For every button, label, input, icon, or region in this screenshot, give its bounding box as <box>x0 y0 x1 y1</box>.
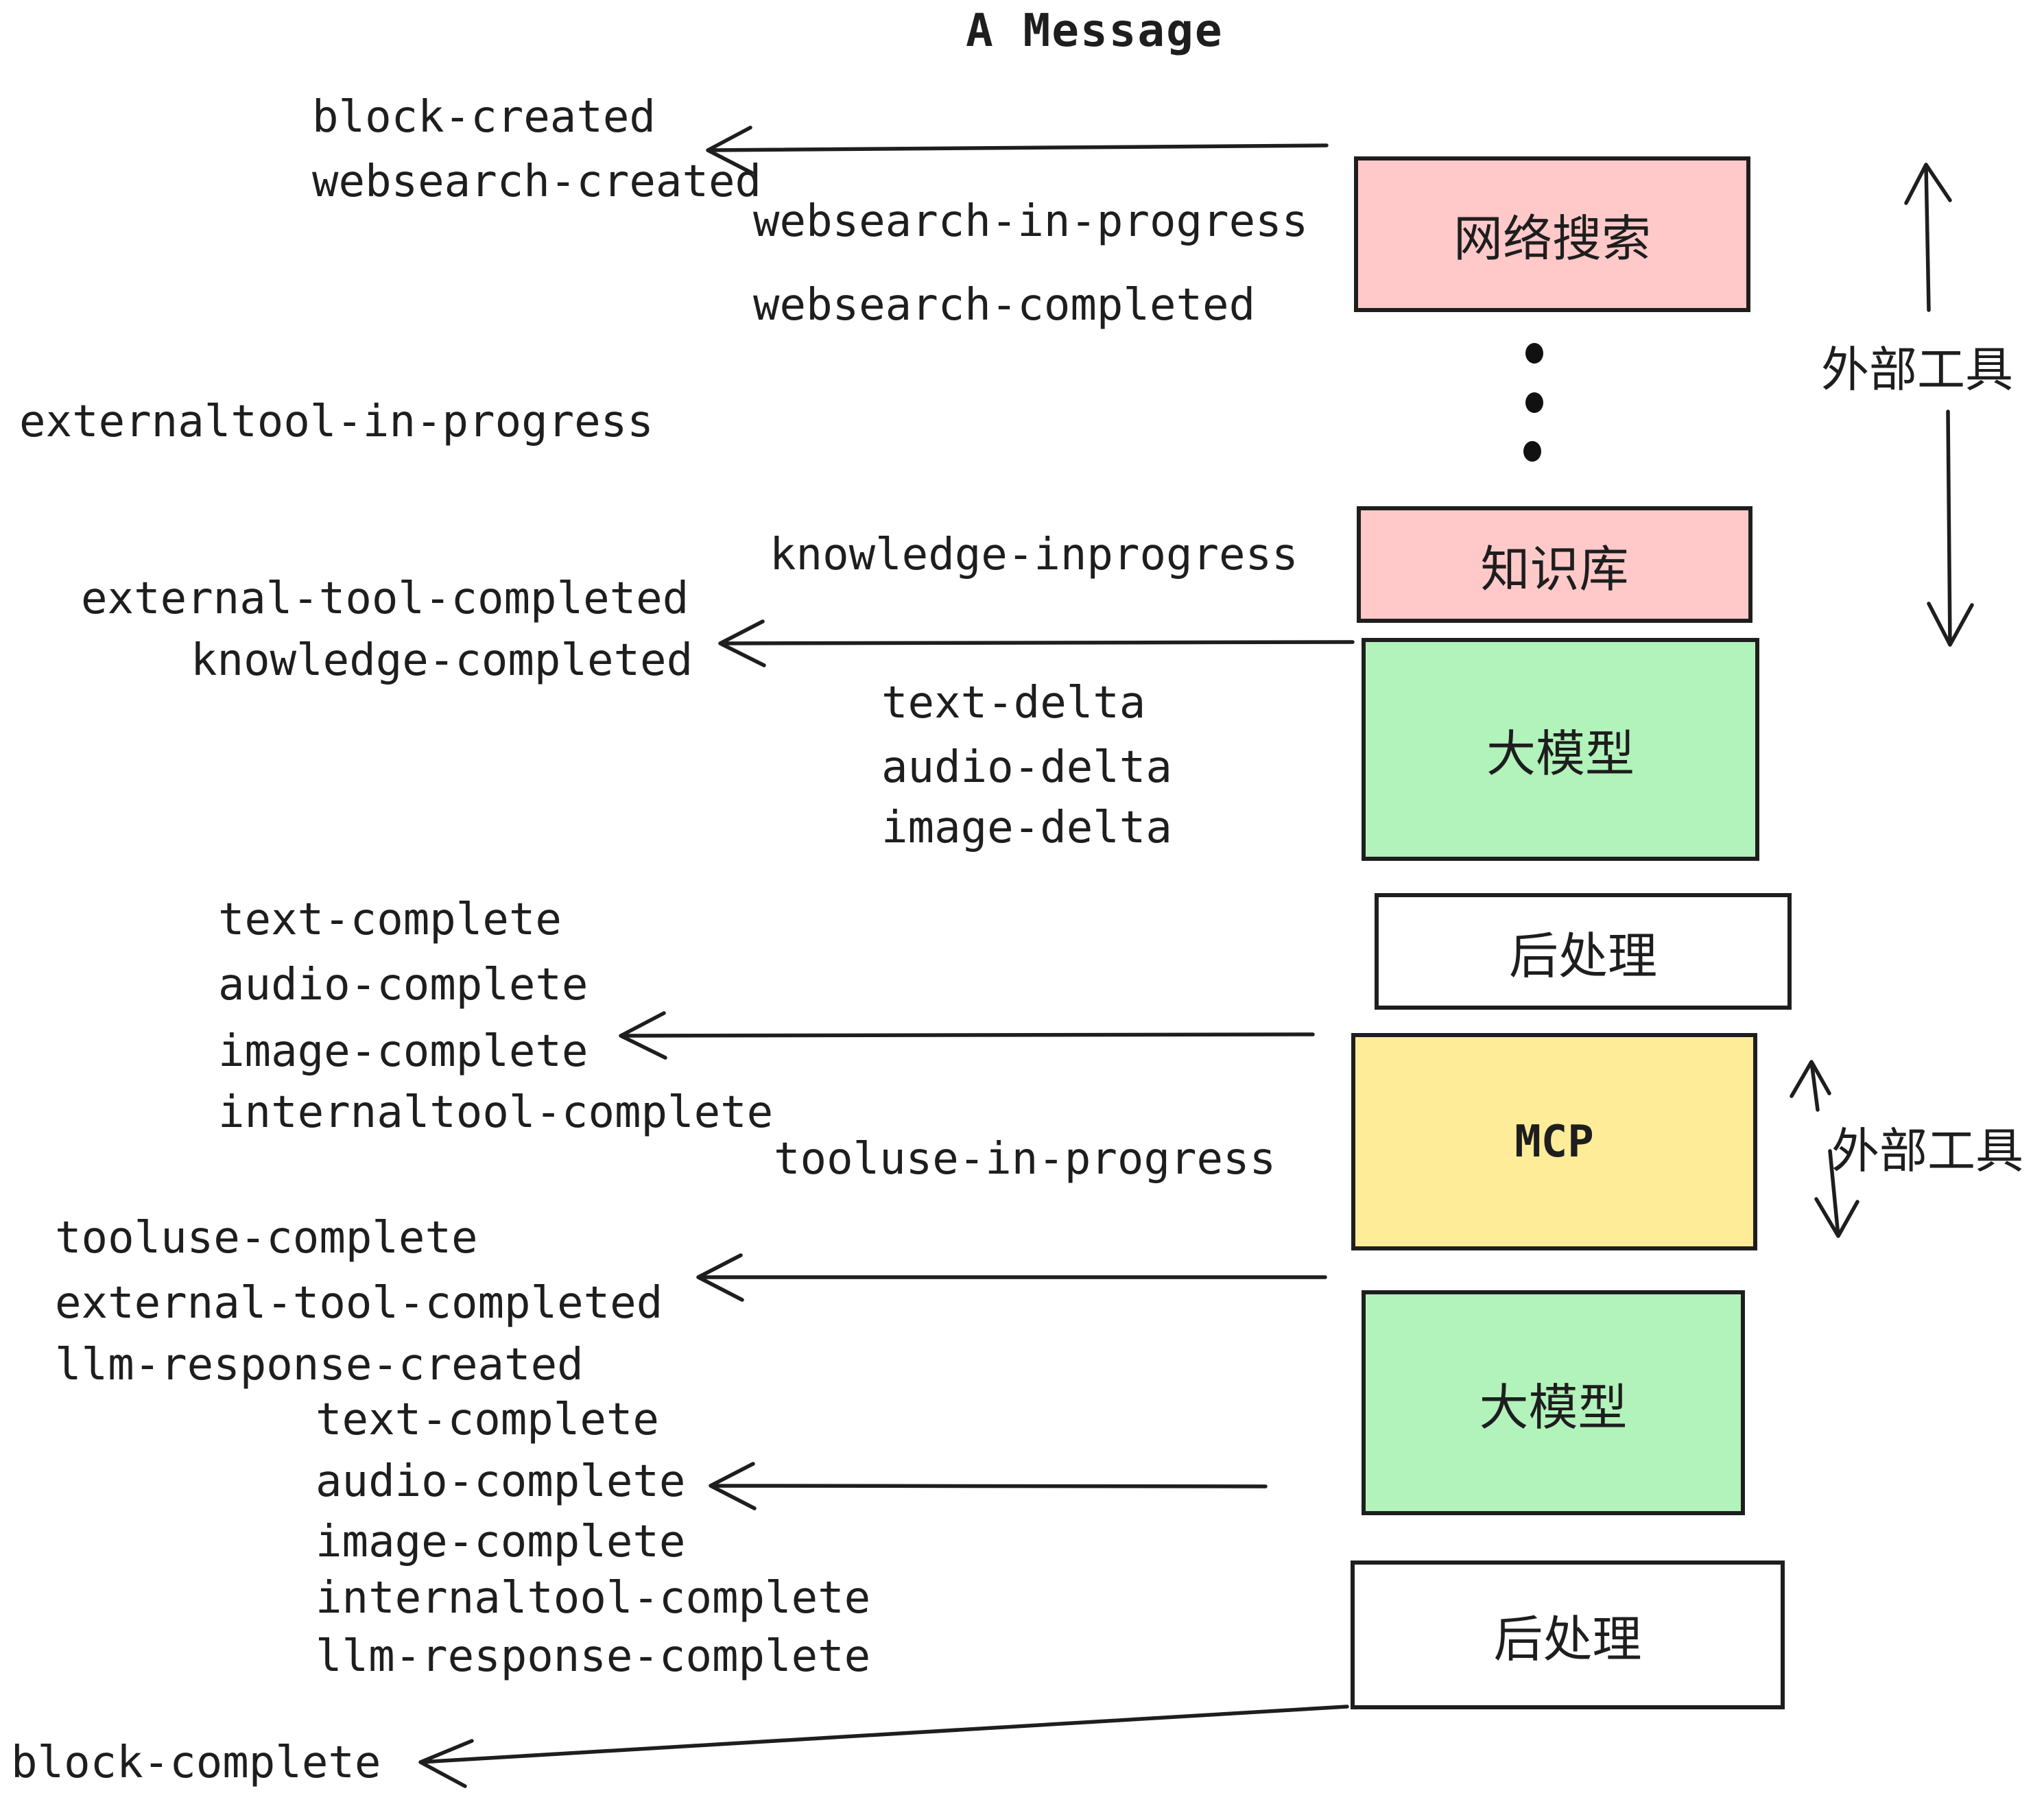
external-tools-label-top: 外部工具 <box>1821 342 2013 398</box>
event-label-llm-response-complete: llm-response-complete <box>316 1631 871 1682</box>
external-tools-down-arrow <box>1927 410 1974 647</box>
knowledge-box: 知识库 <box>1357 506 1752 623</box>
mcp-up-arrow <box>1790 1060 1831 1112</box>
ellipsis-dot <box>1523 441 1541 462</box>
event-label-text-complete: text-complete <box>218 894 562 945</box>
event-label-tooluse-in-progress: tooluse-in-progress <box>774 1134 1276 1185</box>
event-label-block-complete: block-complete <box>11 1737 381 1788</box>
postprocess-box-2: 后处理 <box>1351 1560 1785 1709</box>
event-label-external-tool-completed-2: external-tool-completed <box>55 1278 663 1329</box>
mcp-down-arrow <box>1814 1149 1859 1238</box>
ellipsis-dot <box>1525 392 1543 413</box>
event-label-tooluse-complete: tooluse-complete <box>55 1213 478 1263</box>
event-label-internaltool-complete: internaltool-complete <box>218 1087 774 1138</box>
event-label-image-complete-2: image-complete <box>316 1517 686 1567</box>
arrow-to-external-tool-completed <box>696 1253 1327 1302</box>
diagram-title: A Message <box>966 4 1224 57</box>
postprocess-box-2-label: 后处理 <box>1493 1611 1642 1668</box>
event-label-websearch-created: websearch-created <box>312 156 762 207</box>
llm-box-1-label: 大模型 <box>1486 725 1635 783</box>
event-label-image-delta: image-delta <box>881 803 1172 853</box>
external-tools-up-arrow <box>1904 163 1952 312</box>
event-label-knowledge-completed: knowledge-completed <box>191 635 693 686</box>
event-label-audio-complete: audio-complete <box>218 960 589 1010</box>
websearch-box: 网络搜索 <box>1354 156 1750 312</box>
postprocess-box-1: 后处理 <box>1375 893 1792 1010</box>
external-tools-label-bottom: 外部工具 <box>1831 1123 2023 1179</box>
event-label-external-tool-completed: external-tool-completed <box>81 573 689 624</box>
event-label-block-created: block-created <box>312 92 656 143</box>
event-label-llm-response-created: llm-response-created <box>55 1340 584 1390</box>
ellipsis-dot <box>1525 343 1543 364</box>
event-label-websearch-completed: websearch-completed <box>753 280 1256 331</box>
event-label-text-complete-2: text-complete <box>316 1394 659 1445</box>
postprocess-box-1-label: 后处理 <box>1508 927 1657 985</box>
arrow-to-knowledge-completed <box>718 619 1355 667</box>
arrow-to-image-complete <box>619 1011 1315 1060</box>
arrow-to-audio-complete <box>709 1462 1268 1510</box>
arrow-to-websearch-created <box>706 126 1329 175</box>
mcp-box: MCP <box>1351 1033 1757 1250</box>
llm-box-1: 大模型 <box>1362 638 1759 861</box>
arrow-to-block-complete <box>418 1705 1349 1788</box>
event-label-image-complete: image-complete <box>218 1026 589 1077</box>
event-label-audio-complete-2: audio-complete <box>316 1456 686 1507</box>
event-label-websearch-in-progress: websearch-in-progress <box>753 196 1309 247</box>
event-label-internaltool-complete-2: internaltool-complete <box>316 1573 871 1624</box>
knowledge-box-label: 知识库 <box>1480 540 1629 598</box>
event-label-knowledge-inprogress: knowledge-inprogress <box>770 530 1298 580</box>
event-label-externaltool-in-progress: externaltool-in-progress <box>19 396 654 447</box>
event-label-audio-delta: audio-delta <box>881 742 1172 793</box>
event-label-text-delta: text-delta <box>881 678 1146 728</box>
llm-box-2: 大模型 <box>1362 1290 1745 1515</box>
llm-box-2-label: 大模型 <box>1479 1378 1628 1436</box>
mcp-box-label: MCP <box>1514 1116 1594 1167</box>
websearch-box-label: 网络搜索 <box>1453 210 1651 268</box>
